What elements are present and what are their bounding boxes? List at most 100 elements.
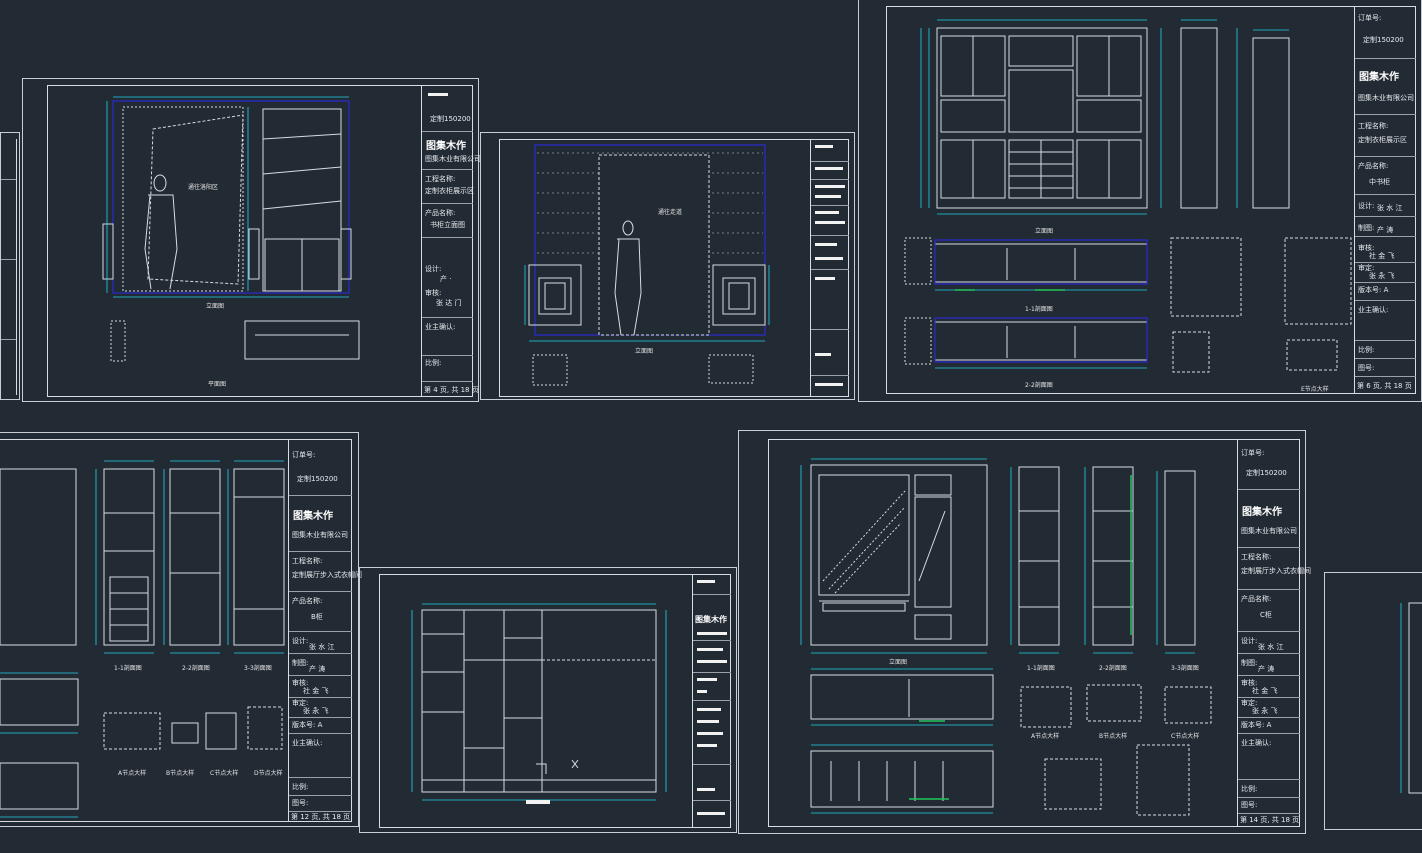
row-line [1238,733,1300,734]
version-label: 版本号: A [1358,286,1389,294]
title-bar [815,353,831,356]
row-line [1238,697,1300,698]
detail-c-caption: C节点大样 [210,770,239,777]
approver-label: 审定: [1241,699,1258,707]
company-logo: 图集木作 [426,141,466,152]
row-line [1238,489,1300,490]
row-line [1355,216,1416,217]
project-label: 工程名称: [425,175,456,183]
product-label: 产品名称: [1241,595,1272,603]
drawing-no-label: 图号: [1358,364,1375,372]
row-line [811,205,849,206]
sheet-upper-middle[interactable]: 通往走道 立面图 [480,132,855,400]
row-line [289,591,352,592]
row-line [1238,797,1300,798]
title-block: 订单号: 定制150200 图集木作 图集木业有限公司 工程名称: 定制展厅步入… [288,439,362,822]
notes-label: 业主确认: [292,739,323,747]
title-block: 订单号: 定制150200 图集木作 图集木业有限公司 工程名称: 定制展厅步入… [1237,439,1311,827]
scale-label: 比例: [1358,346,1375,354]
sheet-lower-left[interactable]: 1-1剖面图 2-2剖面图 3-3剖面图 A节点大样 B节点大样 C节点大样 D… [0,432,362,827]
row-line [289,675,352,676]
checker-label: 审核: [1241,679,1258,687]
detail-a-caption: A节点大样 [1031,733,1060,740]
bookcase-drawing [904,19,1352,373]
row-line [1355,300,1416,301]
wardrobe-frame-drawing [411,603,667,804]
title-bar [697,720,719,723]
checker-value: 社 金 飞 [1252,687,1278,695]
row-line [811,375,849,376]
title-block: 定制150200 图集木作 图集木业有限公司 工程名称: 定制衣柜展示区 产品名… [421,85,481,397]
project-value: 定制展厅步入式衣帽间 [292,571,362,579]
detail-d-caption: D节点大样 [254,770,283,777]
row-line [1355,236,1416,237]
title-bar [697,732,723,735]
page-number: 第 12 页, 共 18 页 [291,813,351,821]
cabinet-elevation-drawing [102,96,360,362]
elevation-text: 通往走道 [658,209,683,216]
project-value: 定制衣柜展示区 [1358,136,1407,144]
title-bar [815,243,837,246]
row-line [289,551,352,552]
company-logo: 图集木作 [1242,507,1282,518]
row-line [1238,547,1300,548]
row-line [1355,376,1416,377]
row-line [1355,58,1416,59]
sheet-lower-middle[interactable]: 图集木作 [359,567,737,833]
row-line [693,640,731,641]
order-value: 定制150200 [297,475,338,483]
drawing-no-label: 图号: [1241,801,1258,809]
sheet-lower-right[interactable]: 立面图 1-1剖面图 2-2剖面图 3-3剖面图 A节点大样 B节点大样 C节点… [738,430,1311,834]
sheet-upper-left[interactable]: 通往洛阳区 立面图 平面图 定制150200 图集木作 图集木业有限公司 工程名… [22,78,481,402]
row-line [811,269,849,270]
sheet-partial-right[interactable] [1324,572,1422,830]
designer-value: 张 水 江 [309,643,335,651]
front-caption: 立面图 [889,659,908,666]
product-label: 产品名称: [292,597,323,605]
sheet-partial-left[interactable] [0,132,20,400]
company-name: 图集木业有限公司 [292,531,348,539]
drawing-no-label: 图号: [292,799,309,807]
sheet-upper-right[interactable]: 立面图 1-1剖面图 2-2剖面图 E节点大样 订单号: 定制150200 图集… [858,0,1422,402]
row-line [422,169,473,170]
elevation-text: 通往洛阳区 [188,184,219,191]
drawing-frame [886,6,1416,394]
project-label: 工程名称: [1241,553,1272,561]
company-name: 图集木业有限公司 [1358,94,1414,102]
row-line [1238,653,1300,654]
product-value: B柜 [311,613,323,621]
designer-value: 张 水 江 [1258,643,1284,651]
scale-label: 比例: [425,359,442,367]
row-line [289,717,352,718]
row-line [811,161,849,162]
row-line [1355,114,1416,115]
row-line [289,697,352,698]
order-value: 定制150200 [1363,36,1404,44]
title-bar [815,277,835,280]
company-name: 图集木业有限公司 [1241,527,1297,535]
product-value: 中书柜 [1369,178,1390,186]
row-line [1238,675,1300,676]
product-label: 产品名称: [425,209,456,217]
drawing-frame [768,439,1300,827]
page-number: 第 4 页, 共 18 页 [424,386,479,394]
row-line [289,777,352,778]
title-bar [815,185,845,188]
title-block [810,139,849,397]
page-number: 第 6 页, 共 18 页 [1357,382,1412,390]
product-label: 产品名称: [1358,162,1389,170]
designer-value: 产 · [440,275,452,283]
approver-value: 张 永 飞 [1252,707,1278,715]
title-bar [815,167,843,170]
elevation-caption: 立面图 [206,303,225,310]
title-bar [815,145,833,148]
drawing-frame [499,139,849,397]
checker-value: 社 金 飞 [1369,252,1395,260]
company-logo: 图集木作 [695,615,727,624]
drafter-value: 产 涛 [309,665,326,673]
drafter-label: 制图: [292,659,309,667]
title-bar [697,744,717,747]
order-value: 定制150200 [430,115,471,123]
row-line [422,317,473,318]
row-line [422,203,473,204]
